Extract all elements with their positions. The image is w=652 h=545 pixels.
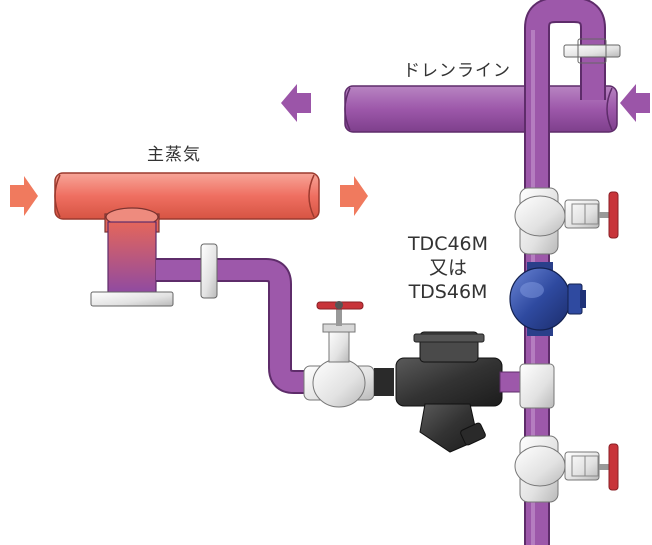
- tee-fitting: [519, 363, 555, 409]
- steam-trap-icon: [509, 262, 586, 336]
- drain-loop-flange: [563, 38, 621, 64]
- main-steam-pipe: [54, 172, 320, 220]
- globe-valve-icon: [514, 187, 619, 255]
- drain-line-label: ドレンライン: [403, 61, 511, 81]
- trap-model-alternate: TDS46M: [408, 281, 488, 303]
- flow-arrow-icon: [281, 84, 311, 122]
- flow-arrow-icon: [620, 84, 650, 122]
- drain-outlet-pipe: [156, 258, 330, 394]
- strainer-icon: [374, 331, 529, 453]
- drain-outlet-flange: [200, 243, 218, 299]
- trap-model-primary: TDC46M: [407, 233, 489, 255]
- drain-pocket-riser: [90, 207, 174, 307]
- globe-valve-icon: [514, 435, 619, 503]
- drain-header-pipe: [344, 85, 618, 133]
- trap-model-label: TDC46M 又は TDS46M: [388, 232, 508, 304]
- trap-model-or: 又は: [428, 257, 467, 279]
- main-steam-label: 主蒸気: [147, 145, 201, 165]
- globe-valve-icon: [303, 301, 375, 408]
- flow-arrow-icon: [340, 176, 368, 216]
- flow-arrow-icon: [10, 176, 38, 216]
